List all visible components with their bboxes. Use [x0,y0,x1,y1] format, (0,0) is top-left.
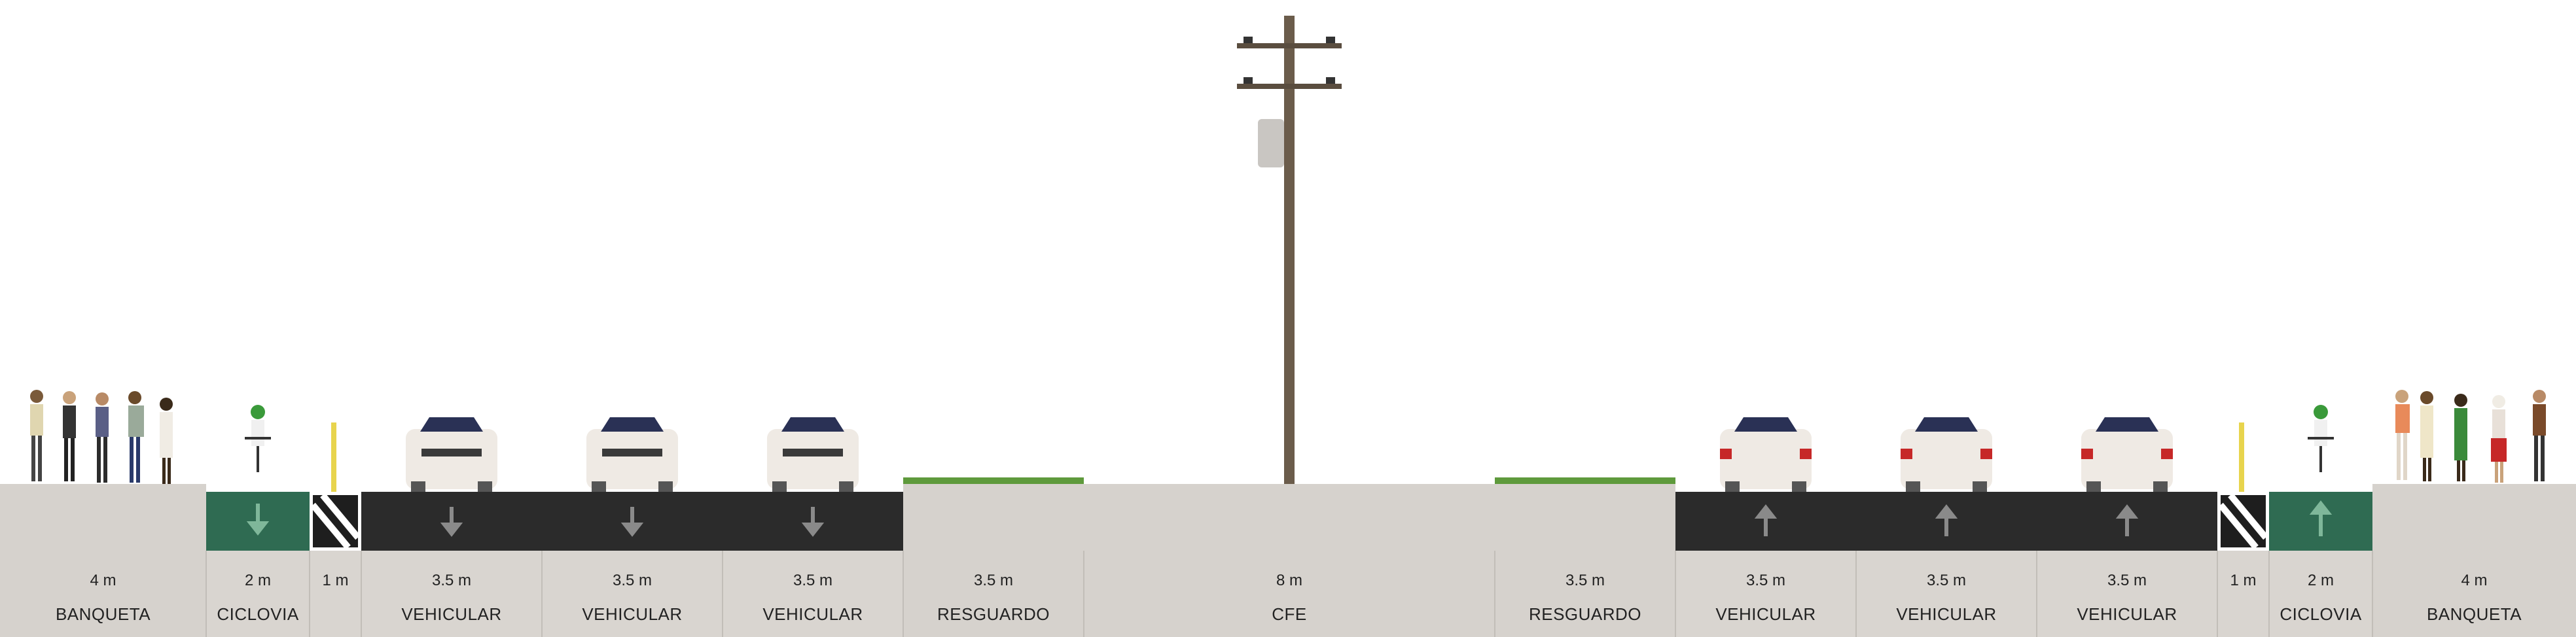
lane-label-ciclovia-right: 2 m CICLOVIA [2269,551,2372,637]
buffer-right [2217,422,2269,637]
lane-label-vehicular-6: 3.5 m VEHICULAR [2037,551,2217,637]
lane-name: RESGUARDO [1528,604,1642,624]
lane-label-banqueta-right: 4 m BANQUETA [2372,551,2576,637]
lane-label-resguardo-left: 3.5 m RESGUARDO [903,551,1084,637]
lane-label-vehicular-2: 3.5 m VEHICULAR [542,551,723,637]
lane-label-vehicular-5: 3.5 m VEHICULAR [1856,551,2037,637]
lane-label-resguardo-right: 3.5 m RESGUARDO [1495,551,1675,637]
lane-width: 3.5 m [973,572,1014,589]
lane-width: 3.5 m [1745,572,1786,589]
car-rear-icon [1901,417,1992,492]
lane-name: VEHICULAR [2077,604,2177,624]
lane-label-cfe: 8 m CFE [1084,551,1495,637]
lane-name: RESGUARDO [937,604,1050,624]
lane-name: CFE [1272,604,1307,624]
lane-label-vehicular-1: 3.5 m VEHICULAR [361,551,542,637]
lane-label-banqueta-left: 4 m BANQUETA [0,551,206,637]
lane-width: 3.5 m [1926,572,1967,589]
lane-width: 1 m [322,572,349,589]
buffer-left [310,422,361,637]
lane-width: 3.5 m [2107,572,2147,589]
lane-width: 3.5 m [431,572,472,589]
bikelane-left [206,492,310,637]
utility-pole-icon [1237,16,1342,484]
lane-name: CICLOVIA [2280,604,2362,624]
lane-label-vehicular-4: 3.5 m VEHICULAR [1675,551,1856,637]
lane-width: 3.5 m [1565,572,1605,589]
car-front-icon [406,417,497,492]
lane-label-ciclovia-left: 2 m CICLOVIA [206,551,310,637]
drive-lanes-left [361,492,903,637]
lane-name: BANQUETA [55,604,151,624]
car-front-icon [767,417,859,492]
arrow-down-icon [620,507,644,537]
lane-name: CICLOVIA [217,604,299,624]
bike-arrow-up-icon [2309,500,2333,536]
arrow-down-icon [801,507,825,537]
car-front-icon [586,417,678,492]
cyclist-icon [245,405,271,472]
arrow-up-icon [2115,504,2139,536]
lane-name: VEHICULAR [582,604,683,624]
lane-width: 2 m [244,572,271,589]
cyclist-icon [2308,405,2334,472]
lane-width: 4 m [90,572,116,589]
lane-label-vehicular-3: 3.5 m VEHICULAR [723,551,903,637]
lane-name: VEHICULAR [1896,604,1997,624]
bikelane-right [2269,492,2372,637]
bike-arrow-down-icon [246,504,270,536]
drive-lanes-right [1675,492,2217,637]
pedestrians-right-icon [2395,390,2546,483]
lane-name: VEHICULAR [1715,604,1816,624]
lane-width: 3.5 m [793,572,833,589]
lane-width: 3.5 m [612,572,653,589]
lane-name: BANQUETA [2426,604,2522,624]
grass-right [1495,477,1675,484]
lane-width: 1 m [2230,572,2257,589]
median [903,477,1675,637]
arrow-up-icon [1754,504,1778,536]
arrow-up-icon [1935,504,1958,536]
lane-width: 4 m [2461,572,2488,589]
lane-name: VEHICULAR [762,604,863,624]
pedestrians-left-icon [30,390,173,484]
lane-width: 2 m [2307,572,2334,589]
car-rear-icon [1720,417,1812,492]
arrow-down-icon [440,507,463,537]
sidewalk-left [0,484,206,637]
lane-width: 8 m [1276,572,1302,589]
lane-separators [206,551,2373,637]
sidewalk-right [2372,484,2576,637]
lane-label-buffer-right: 1 m [2217,551,2269,637]
car-rear-icon [2081,417,2173,492]
grass-left [903,477,1084,484]
lane-name: VEHICULAR [401,604,502,624]
lane-label-buffer-left: 1 m [310,551,361,637]
